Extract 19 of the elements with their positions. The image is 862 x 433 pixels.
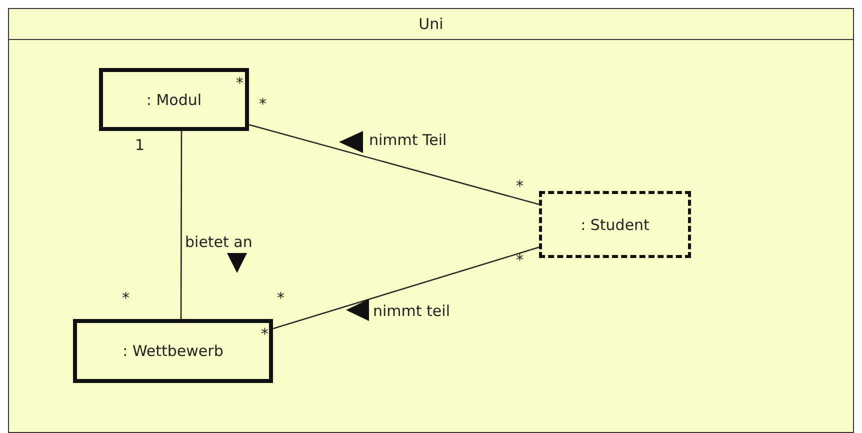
multiplicity: * (259, 95, 266, 113)
multiplicity: * (516, 177, 524, 195)
multiplicity: * (516, 251, 524, 269)
multiplicity: 1 (135, 136, 145, 154)
association-line (272, 246, 540, 330)
object-box (99, 68, 249, 131)
dashed-object-box (539, 191, 691, 258)
object-name: : Modul (146, 90, 202, 108)
object-name: : Student (580, 216, 650, 234)
association-line (180, 131, 182, 319)
multiplicity: * (236, 74, 244, 92)
multiplicity: * (122, 289, 130, 307)
object-name: : Wettbewerb (122, 342, 224, 360)
frame (8, 8, 854, 433)
association-line (248, 124, 540, 206)
multiplicity: * (277, 289, 284, 307)
frame-title: Uni (9, 9, 853, 40)
object-box (73, 319, 273, 383)
multiplicity: * (261, 325, 268, 343)
